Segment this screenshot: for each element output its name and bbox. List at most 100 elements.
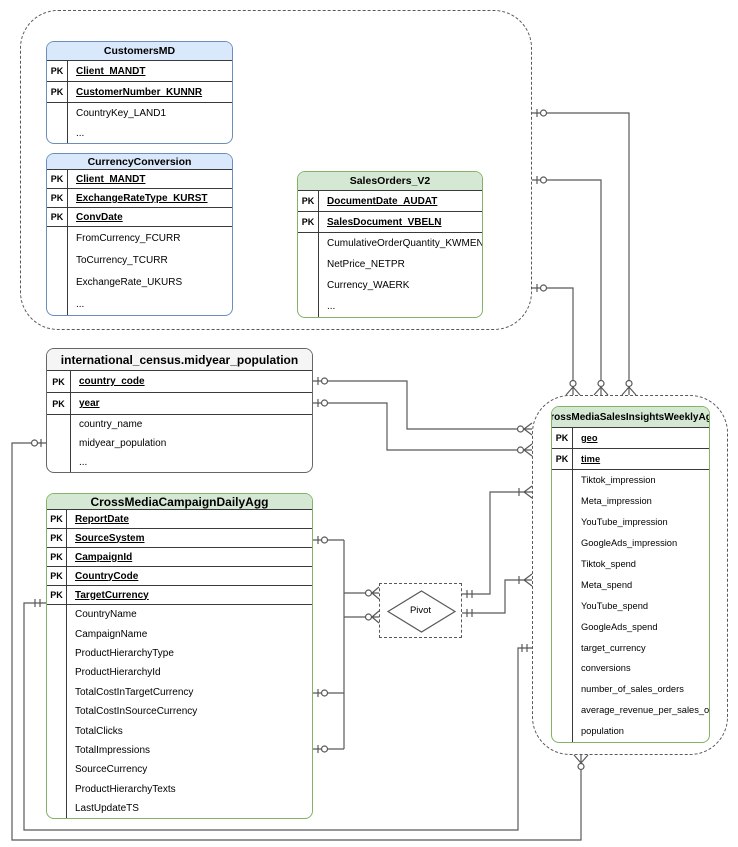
- entity-title: SalesOrders_V2: [298, 172, 482, 191]
- field-name: CampaignName: [75, 628, 148, 640]
- pk-cell: [552, 637, 573, 659]
- field-name: TotalCostInTargetCurrency: [75, 686, 194, 698]
- field-row: TotalCostInSourceCurrency: [47, 701, 312, 722]
- crow-foot-marker: [573, 754, 589, 764]
- field-name: average_revenue_per_sales_order: [581, 705, 710, 716]
- field-row: Meta_impression: [552, 490, 709, 512]
- pk-cell: [552, 595, 573, 617]
- pk-badge: PK: [47, 586, 67, 604]
- field-name: population: [581, 726, 624, 737]
- crow-foot-marker: [565, 386, 581, 396]
- pk-badge: PK: [47, 529, 67, 547]
- field-name: ...: [76, 298, 85, 310]
- field-name: NetPrice_NETPR: [327, 259, 405, 270]
- field-row: midyear_population: [47, 434, 312, 453]
- pk-cell: [47, 453, 71, 472]
- field-name: TotalImpressions: [75, 744, 151, 756]
- zero-circle-marker: [320, 536, 329, 544]
- field-row: SourceCurrency: [47, 760, 312, 780]
- pk-cell: [47, 798, 67, 819]
- zero-circle-marker: [30, 439, 39, 447]
- field-row: TotalClicks: [47, 721, 312, 741]
- pk-cell: [552, 699, 573, 721]
- pivot-operator: Pivot: [379, 583, 462, 638]
- pk-cell: [47, 624, 67, 644]
- field-name: midyear_population: [79, 438, 167, 449]
- pk-cell: [298, 254, 319, 275]
- field-name: number_of_sales_orders: [581, 684, 684, 695]
- pk-cell: [552, 470, 573, 491]
- pk-field-name: SalesDocument_VBELN: [327, 216, 442, 228]
- pk-cell: [47, 123, 68, 143]
- field-name: SourceCurrency: [75, 764, 148, 776]
- pk-field-name: year: [79, 398, 100, 409]
- field-row: ProductHierarchyTexts: [47, 779, 312, 799]
- field-row: Tiktok_impression: [552, 470, 709, 491]
- field-row: Currency_WAERK: [298, 275, 482, 296]
- field-name: FromCurrency_FCURR: [76, 232, 181, 244]
- crow-foot-marker: [523, 485, 533, 499]
- entity-title: international_census.midyear_population: [47, 349, 312, 371]
- field-name: LastUpdateTS: [75, 803, 139, 815]
- field-row: CumulativeOrderQuantity_KWMENG: [298, 233, 482, 254]
- field-name: YouTube_spend: [581, 600, 649, 611]
- pk-cell: [47, 434, 71, 453]
- crow-foot-marker: [523, 443, 533, 457]
- zero-circle-marker: [364, 613, 373, 621]
- field-row: YouTube_impression: [552, 511, 709, 533]
- pk-badge: PK: [47, 567, 67, 585]
- source-systems-group: [20, 10, 532, 330]
- pk-field-name: CustomerNumber_KUNNR: [76, 86, 203, 98]
- connector-currency-to-weekly: [532, 179, 602, 380]
- field-row: ...: [47, 123, 232, 143]
- crow-foot-marker: [371, 586, 380, 600]
- field-name: ProductHierarchyType: [75, 647, 174, 659]
- field-name: ...: [79, 457, 88, 468]
- pk-cell: [552, 553, 573, 575]
- pk-badge: PK: [298, 191, 319, 211]
- pk-cell: [47, 701, 67, 722]
- zero-circle-marker: [539, 109, 548, 117]
- pk-cell: [47, 760, 67, 780]
- field-name: Tiktok_impression: [581, 475, 656, 486]
- zero-circle-marker: [516, 446, 525, 454]
- field-name: Meta_spend: [581, 579, 633, 590]
- field-row: ...: [47, 293, 232, 315]
- field-name: Currency_WAERK: [327, 280, 410, 291]
- pk-badge: PK: [552, 449, 573, 469]
- field-row: GoogleAds_spend: [552, 616, 709, 638]
- zero-circle-marker: [577, 762, 585, 771]
- pk-badge: PK: [298, 212, 319, 232]
- pk-cell: [552, 658, 573, 679]
- field-row: conversions: [552, 658, 709, 679]
- zero-circle-marker: [320, 399, 329, 407]
- pk-cell: [298, 233, 319, 254]
- field-row: population: [552, 720, 709, 742]
- field-row: number_of_sales_orders: [552, 678, 709, 700]
- field-row: YouTube_spend: [552, 595, 709, 617]
- zero-circle-marker: [597, 379, 605, 388]
- field-row: Meta_spend: [552, 574, 709, 596]
- connector-customers-to-weekly: [532, 112, 630, 380]
- pk-field-name: CampaignId: [75, 551, 133, 563]
- connector-pivot-to-weekly-2: [462, 579, 524, 614]
- pk-field-name: ConvDate: [76, 211, 123, 223]
- field-row: ...: [298, 296, 482, 317]
- crow-foot-marker: [523, 422, 533, 436]
- pk-cell: [47, 103, 68, 123]
- field-name: ProductHierarchyId: [75, 667, 161, 679]
- pk-cell: [47, 721, 67, 741]
- pk-field-name: Client_MANDT: [76, 65, 146, 77]
- field-name: ProductHierarchyTexts: [75, 783, 176, 795]
- pk-cell: [552, 678, 573, 700]
